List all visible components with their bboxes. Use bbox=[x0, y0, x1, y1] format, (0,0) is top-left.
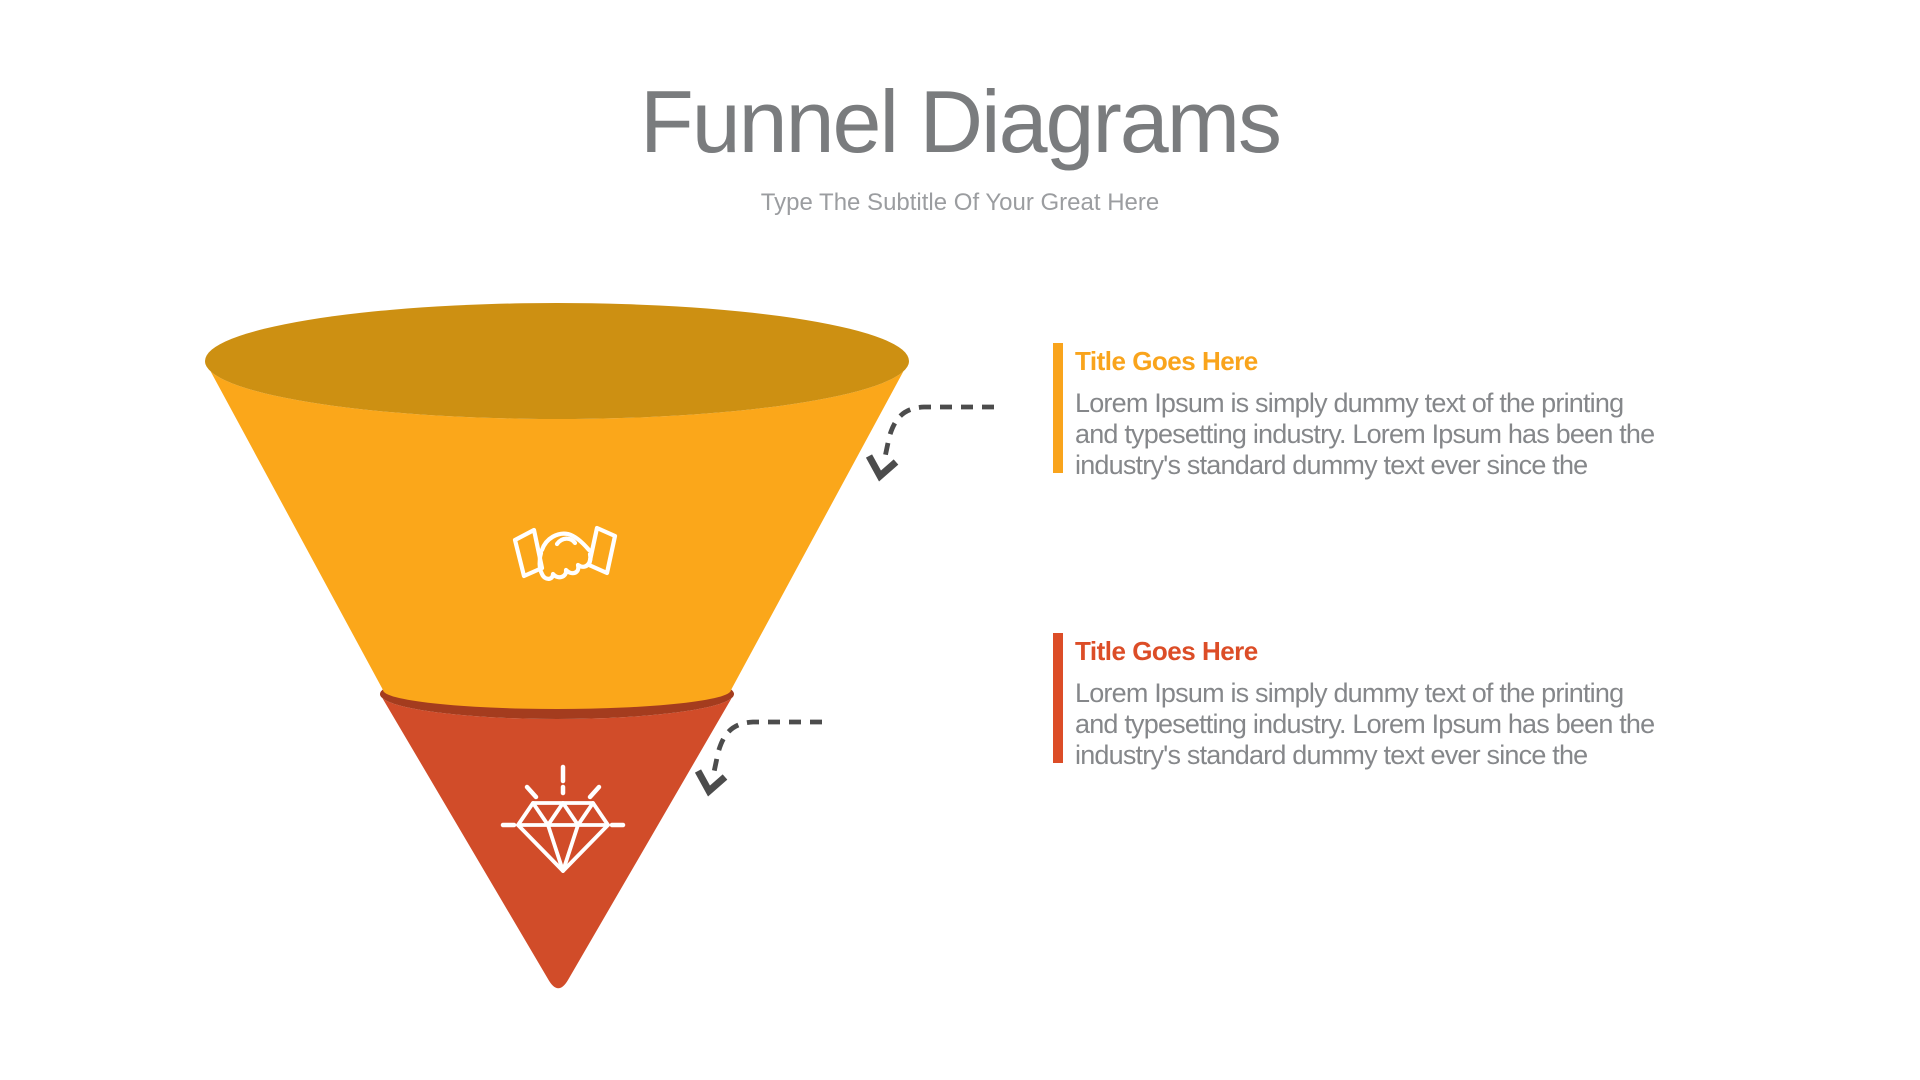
funnel-stage-1-rim bbox=[205, 303, 909, 419]
handshake-thumb bbox=[554, 536, 578, 547]
info-block-2-accent-bar bbox=[1053, 633, 1063, 763]
funnel-stage-2 bbox=[380, 669, 734, 989]
info-block-1-line-3: industry's standard dummy text ever sinc… bbox=[1075, 450, 1588, 480]
info-block-2-title: Title Goes Here bbox=[1075, 636, 1258, 666]
connector-2-line bbox=[710, 719, 822, 778]
info-block-2-line-2: and typesetting industry. Lorem Ipsum ha… bbox=[1075, 709, 1655, 739]
info-block-1-line-1: Lorem Ipsum is simply dummy text of the … bbox=[1075, 388, 1624, 418]
info-block-1-title: Title Goes Here bbox=[1075, 346, 1258, 376]
info-block-2-line-3: industry's standard dummy text ever sinc… bbox=[1075, 740, 1588, 770]
page-subtitle: Type The Subtitle Of Your Great Here bbox=[760, 189, 1160, 216]
connector-1-arrow bbox=[865, 454, 899, 482]
diamond-pavilion-facets bbox=[546, 823, 580, 873]
page-title: Funnel Diagrams bbox=[639, 72, 1282, 171]
handshake-hands-top bbox=[539, 531, 592, 553]
handshake-fingers bbox=[537, 550, 593, 581]
diamond-rays bbox=[500, 764, 626, 828]
diamond-icon bbox=[500, 764, 626, 873]
diamond-crown-facets bbox=[531, 801, 595, 827]
funnel-stage-2-body bbox=[380, 694, 734, 989]
connector-1-line bbox=[881, 404, 994, 463]
connector-2-arrow bbox=[694, 769, 728, 797]
info-block-1: Title Goes Here Lorem Ipsum is simply du… bbox=[1053, 343, 1753, 483]
info-block-2: Title Goes Here Lorem Ipsum is simply du… bbox=[1053, 633, 1753, 773]
info-block-1-accent-bar bbox=[1053, 343, 1063, 473]
diamond-outline bbox=[516, 801, 610, 873]
info-block-1-body: Lorem Ipsum is simply dummy text of the … bbox=[1075, 388, 1655, 481]
info-block-2-body: Lorem Ipsum is simply dummy text of the … bbox=[1075, 678, 1655, 771]
info-block-2-line-1: Lorem Ipsum is simply dummy text of the … bbox=[1075, 678, 1624, 708]
info-block-1-line-2: and typesetting industry. Lorem Ipsum ha… bbox=[1075, 419, 1655, 449]
connectors bbox=[694, 404, 994, 797]
handshake-icon bbox=[512, 525, 618, 581]
funnel-stage-1 bbox=[205, 303, 909, 709]
